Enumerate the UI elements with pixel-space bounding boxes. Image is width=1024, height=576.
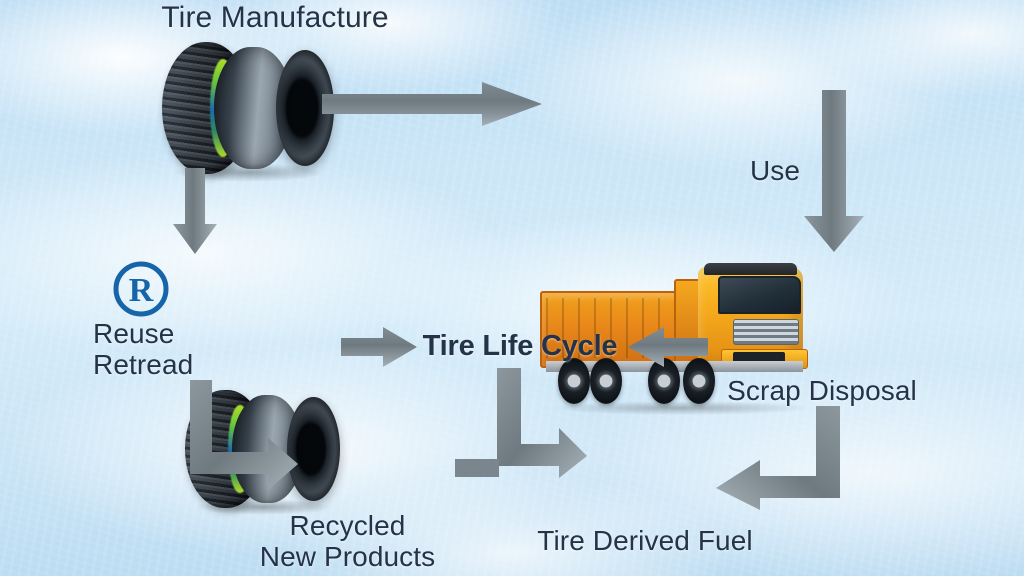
truck-wheel — [589, 358, 622, 404]
tire-shadow — [172, 163, 324, 182]
label-reuse-retread: Reuse Retread — [93, 318, 194, 381]
truck-roof — [703, 262, 797, 275]
arrow-scrap-to-fuel — [716, 406, 840, 510]
tire-shadow — [194, 498, 331, 516]
arrow-manufacture-to-reuse — [173, 168, 217, 254]
arrow-scrap-to-lifecycle — [628, 327, 708, 367]
arrow-manufacture-to-use — [322, 82, 542, 126]
truck-shadow — [551, 400, 809, 415]
truck-windshield — [718, 276, 801, 314]
arrow-reuse-to-lifecycle — [341, 327, 417, 367]
label-tire-derived-fuel: Tire Derived Fuel — [537, 525, 753, 556]
arrow-lifecycle-to-fuel — [487, 368, 587, 478]
tire-stack-icon — [162, 42, 334, 182]
truck-wheel — [557, 358, 590, 404]
truck-grille — [732, 318, 799, 346]
truck-bumper-insert — [732, 352, 786, 365]
retread-tire-stack-icon — [185, 390, 340, 516]
label-tire-life-cycle: Tire Life Cycle — [422, 330, 618, 362]
registered-r-icon: R — [110, 258, 172, 320]
arrow-lifecycle-left-stub — [455, 455, 499, 481]
arrow-use-to-scrap — [804, 90, 864, 252]
label-recycled-new-products: Recycled New Products — [259, 510, 436, 573]
label-tire-manufacture: Tire Manufacture — [161, 1, 389, 34]
label-use: Use — [749, 155, 801, 186]
arrow-reuse-to-recycled — [190, 380, 298, 490]
truck-wheel — [648, 358, 681, 404]
tire-rim-face — [287, 397, 340, 501]
label-scrap-disposal: Scrap Disposal — [727, 375, 917, 406]
registered-r-glyph: R — [129, 272, 154, 309]
truck-wheel — [683, 358, 716, 404]
